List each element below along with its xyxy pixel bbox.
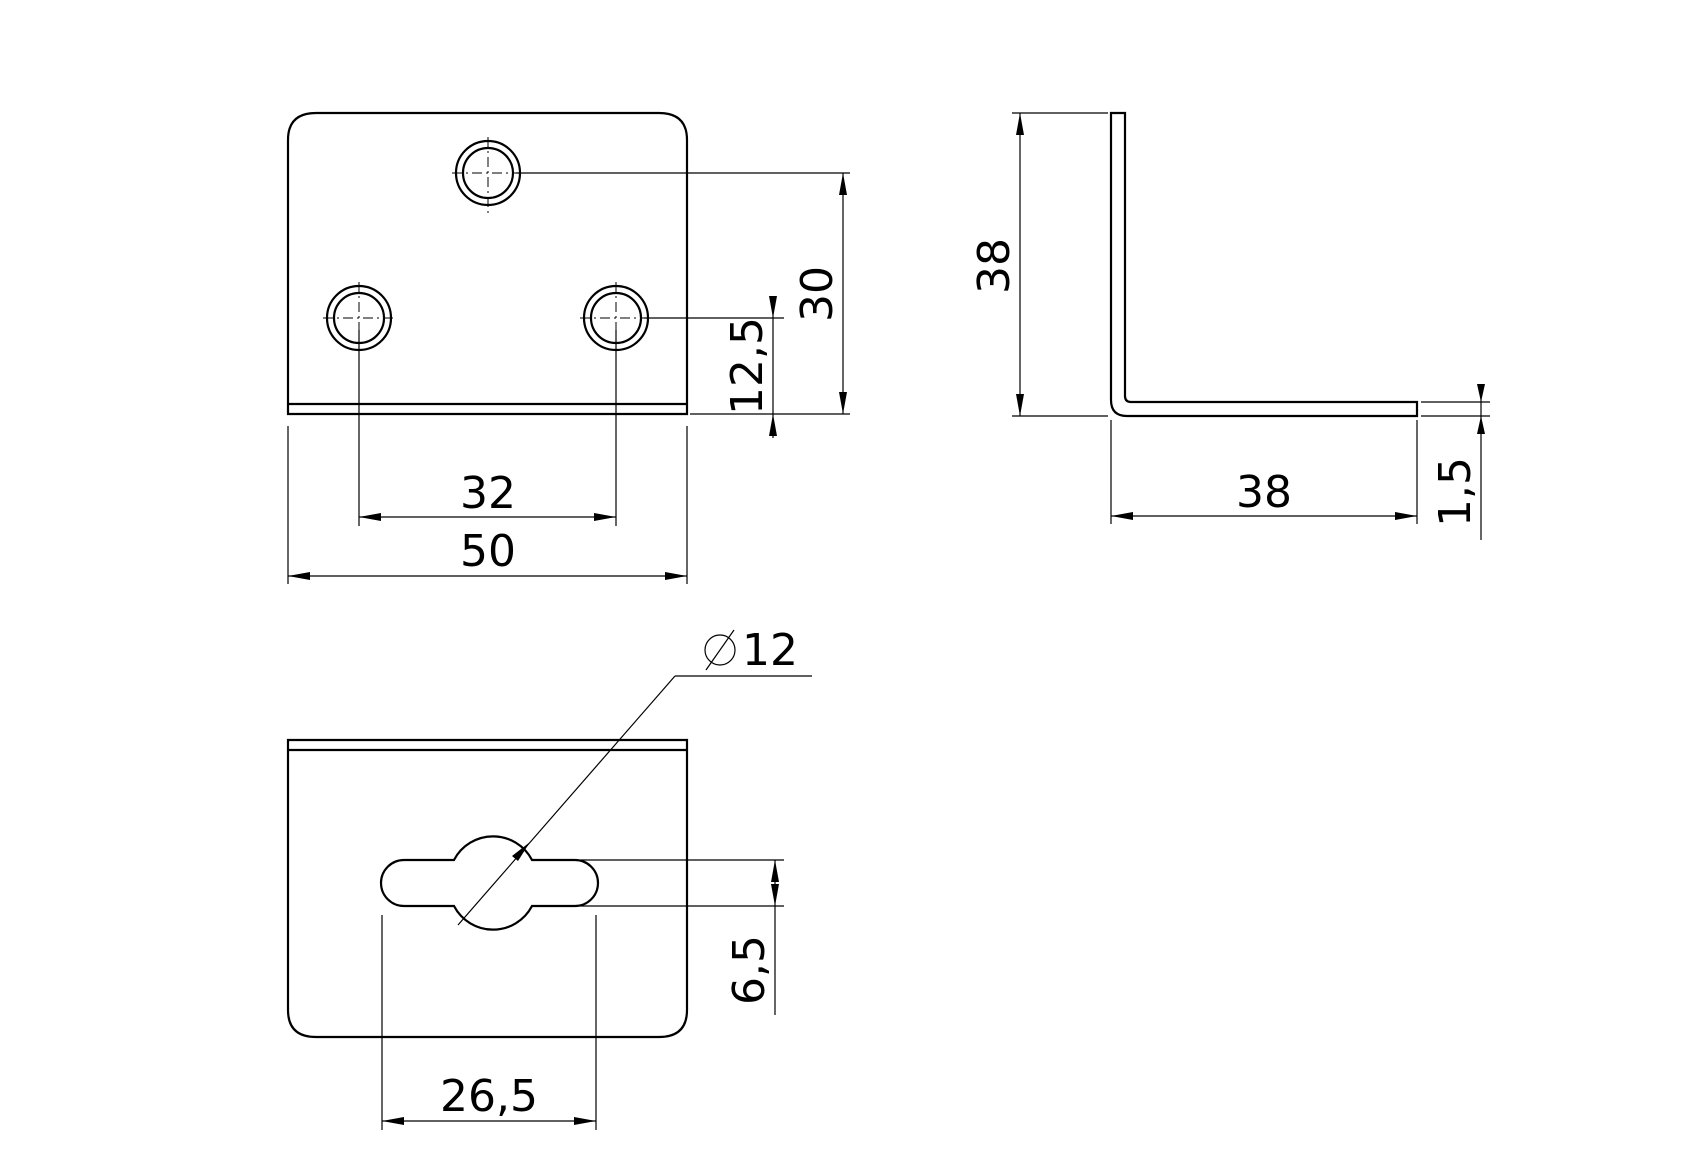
dimension-38-horizontal-label: 38 xyxy=(1236,467,1292,518)
dimension-6-5-label: 6,5 xyxy=(724,935,775,1005)
dimension-38-vertical: 38 xyxy=(969,113,1024,416)
dimension-12-5: 12,5 xyxy=(722,296,777,438)
dimension-30-label: 30 xyxy=(792,266,843,322)
dimension-26-5-label: 26,5 xyxy=(440,1071,538,1122)
dimension-30: 30 xyxy=(792,173,847,414)
dimension-32-label: 32 xyxy=(460,468,516,519)
diameter-symbol xyxy=(704,634,736,666)
dimension-38-vertical-label: 38 xyxy=(969,238,1020,294)
keyhole-slot xyxy=(379,835,600,931)
top-view: 32 50 30 12,5 xyxy=(286,111,850,584)
side-view-profile xyxy=(1109,111,1419,418)
top-hole xyxy=(452,137,524,215)
top-view-outline xyxy=(286,111,689,416)
dimension-38-horizontal: 38 xyxy=(1111,467,1417,520)
side-view: 38 38 1,5 xyxy=(969,111,1490,540)
bottom-view-outline xyxy=(286,738,689,1039)
diameter-leader: 12 xyxy=(457,625,812,926)
dimension-50-label: 50 xyxy=(460,526,516,577)
bottom-view: 12 6,5 26,5 xyxy=(286,625,812,1130)
dimension-26-5: 26,5 xyxy=(382,1071,596,1125)
dimension-1-5-label: 1,5 xyxy=(1430,457,1481,527)
diameter-label: 12 xyxy=(742,625,798,676)
dimension-50: 50 xyxy=(288,526,687,580)
dimension-6-5: 6,5 xyxy=(724,860,779,1015)
dimension-12-5-label: 12,5 xyxy=(722,317,773,415)
dimension-1-5: 1,5 xyxy=(1430,384,1485,540)
dimension-32: 32 xyxy=(359,468,616,521)
